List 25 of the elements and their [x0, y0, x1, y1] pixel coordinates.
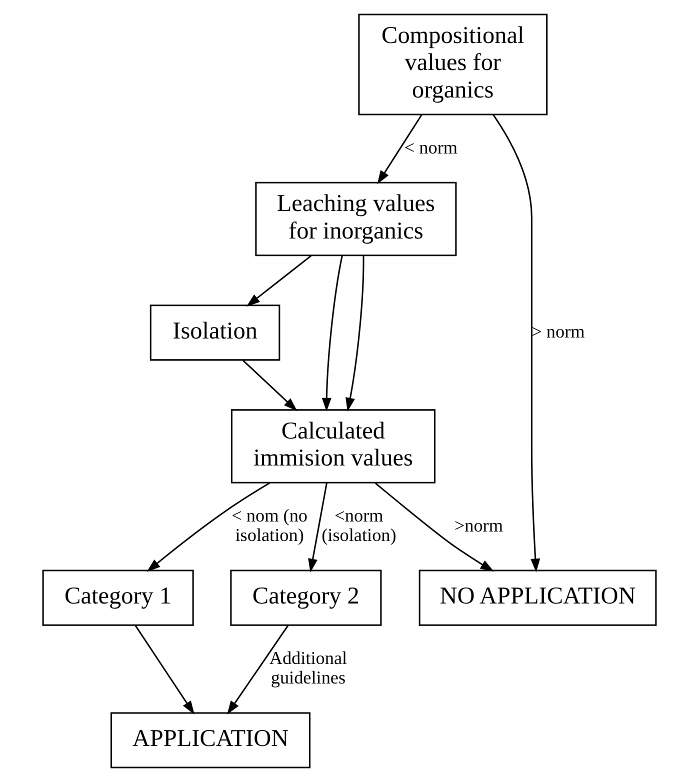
node-box: Compositional values for organics	[358, 14, 548, 116]
arrow	[227, 625, 289, 715]
edge-label: > norm	[532, 321, 585, 342]
arrow	[374, 482, 494, 572]
arrow	[322, 255, 343, 412]
arrow	[346, 256, 364, 412]
edge-label: < nom (no isolation)	[232, 505, 308, 546]
arrow	[242, 360, 298, 412]
edge-label: >norm	[454, 515, 503, 536]
node-box: Leaching values for inorganics	[255, 182, 457, 256]
arrow	[492, 114, 540, 572]
arrow	[377, 114, 422, 184]
node-box: Isolation	[150, 304, 280, 361]
arrow	[308, 482, 328, 572]
node-box: Calculated immision values	[230, 409, 436, 484]
node-box: APPLICATION	[110, 712, 310, 768]
arrow	[246, 254, 312, 307]
arrow	[146, 482, 270, 572]
arrow	[134, 625, 194, 715]
node-box: Category 1	[42, 570, 194, 626]
edge-label: Additional guidelines	[269, 648, 348, 688]
edge-label: < norm	[404, 137, 458, 158]
node-box: Category 2	[230, 570, 382, 626]
node-box: NO APPLICATION	[418, 570, 657, 626]
edge-label: <norm (isolation)	[322, 505, 396, 546]
